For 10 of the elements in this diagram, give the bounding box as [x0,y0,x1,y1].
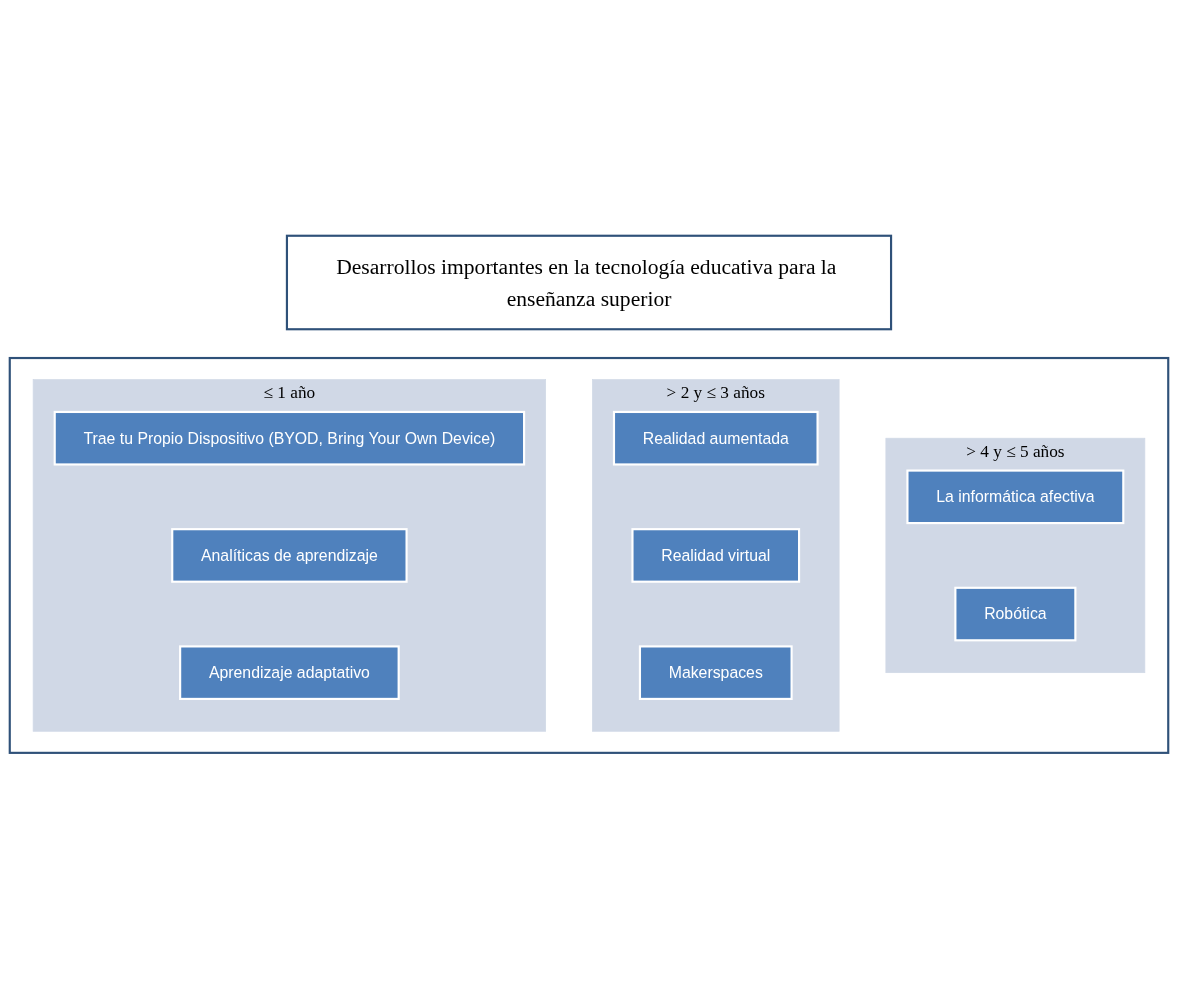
node-box: Desarrollos importantes en la tecnología educativa para la enseñanza superior [285,234,893,331]
node-box: Realidad virtual [631,528,801,583]
cluster [8,357,1170,755]
node-box: Makerspaces [638,645,793,701]
node-box: Aprendizaje adaptativo [179,645,400,701]
node-box: Robótica [954,586,1077,642]
node-box: Trae tu Propio Dispositivo (BYOD, Bring Your Own Device) [53,411,526,466]
node-box: Analíticas de aprendizaje [171,528,408,583]
node-box: La informática afectiva [906,469,1125,525]
node-box: Realidad aumentada [612,411,819,466]
